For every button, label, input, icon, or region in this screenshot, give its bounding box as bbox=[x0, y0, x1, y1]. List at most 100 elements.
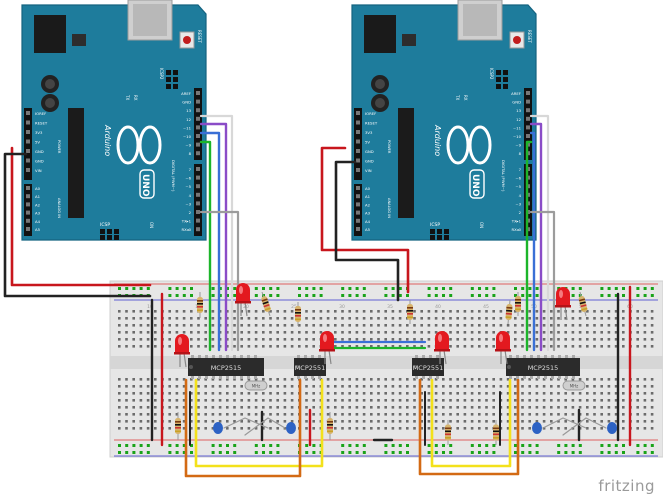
breadboard-hole bbox=[542, 420, 546, 423]
ic-pin bbox=[429, 355, 432, 358]
rail-hole bbox=[305, 287, 309, 290]
analog-pin-label: A0 bbox=[365, 186, 371, 191]
analog-header-pin bbox=[356, 227, 360, 231]
breadboard-hole bbox=[535, 399, 539, 402]
breadboard-hole bbox=[478, 427, 481, 430]
resistor-band bbox=[175, 421, 181, 423]
resistor-body-group bbox=[578, 296, 588, 312]
resistor bbox=[197, 292, 203, 318]
rail-hole bbox=[254, 451, 258, 454]
breadboard-hole bbox=[218, 413, 222, 416]
breadboard-hole bbox=[478, 399, 481, 402]
ic-pin bbox=[509, 355, 512, 358]
breadboard-hole bbox=[254, 310, 258, 313]
breadboard-hole bbox=[168, 331, 171, 334]
breadboard-hole bbox=[197, 392, 200, 395]
breadboard-hole bbox=[542, 406, 546, 409]
breadboard-hole bbox=[190, 324, 193, 327]
breadboard-hole bbox=[600, 310, 603, 313]
breadboard-hole bbox=[226, 310, 229, 313]
breadboard-hole bbox=[226, 317, 229, 320]
breadboard-hole bbox=[600, 399, 603, 402]
rail-hole bbox=[564, 451, 568, 454]
breadboard-hole bbox=[586, 406, 589, 409]
analog-header-pin bbox=[356, 186, 360, 190]
rail-hole bbox=[398, 444, 402, 447]
breadboard-hole bbox=[312, 392, 315, 395]
breadboard-hole bbox=[442, 385, 445, 388]
breadboard-hole bbox=[312, 427, 315, 430]
breadboard-hole bbox=[377, 406, 380, 409]
breadboard-hole bbox=[571, 331, 575, 334]
resistor-band bbox=[327, 424, 333, 426]
crystal-body bbox=[244, 380, 268, 391]
resistor-band bbox=[407, 313, 413, 315]
breadboard-hole bbox=[514, 399, 517, 402]
on-label: ON bbox=[149, 222, 154, 228]
breadboard-hole bbox=[420, 310, 423, 313]
digital-header-pin bbox=[196, 91, 200, 95]
breadboard-hole bbox=[485, 385, 488, 388]
breadboard-hole bbox=[247, 345, 251, 348]
analog-label: ANALOG IN bbox=[57, 198, 61, 218]
breadboard-hole bbox=[168, 427, 171, 430]
led-rim bbox=[235, 301, 251, 304]
crystal-label: MHz bbox=[252, 384, 261, 389]
breadboard-hole bbox=[262, 399, 265, 402]
breadboard-hole bbox=[485, 317, 488, 320]
breadboard-hole bbox=[211, 427, 215, 430]
breadboard-hole bbox=[542, 378, 546, 381]
ic-notch bbox=[507, 365, 511, 369]
breadboard-hole bbox=[125, 331, 128, 334]
breadboard-hole bbox=[528, 399, 531, 402]
power-pin-label: 3V3 bbox=[365, 130, 373, 135]
breadboard-hole bbox=[521, 310, 524, 313]
breadboard-hole bbox=[226, 385, 229, 388]
breadboard-hole bbox=[348, 324, 351, 327]
breadboard-hole bbox=[557, 345, 560, 348]
breadboard-hole bbox=[492, 378, 495, 381]
breadboard-hole bbox=[557, 427, 560, 430]
breadboard-hole bbox=[132, 399, 135, 402]
rail-hole bbox=[492, 444, 496, 447]
breadboard-hole bbox=[175, 331, 179, 334]
breadboard-hole bbox=[139, 399, 143, 402]
icsp-pin bbox=[107, 229, 112, 234]
breadboard-hole bbox=[557, 331, 560, 334]
breadboard-hole bbox=[521, 406, 524, 409]
breadboard-hole bbox=[118, 385, 121, 388]
breadboard-hole bbox=[420, 345, 423, 348]
rail-hole bbox=[600, 451, 604, 454]
power-header-pin bbox=[26, 149, 30, 153]
power-header bbox=[24, 108, 32, 180]
breadboard-hole bbox=[485, 310, 488, 313]
breadboard-hole bbox=[377, 392, 380, 395]
breadboard-hole bbox=[384, 413, 387, 416]
breadboard-hole bbox=[190, 385, 193, 388]
breadboard-hole bbox=[233, 345, 236, 348]
icsp2-pin bbox=[173, 84, 178, 89]
rail-hole bbox=[622, 287, 625, 290]
breadboard-hole bbox=[449, 413, 452, 416]
breadboard-hole bbox=[650, 324, 654, 327]
breadboard-hole bbox=[190, 413, 193, 416]
analog-header bbox=[24, 184, 32, 236]
rail-hole bbox=[535, 287, 539, 290]
power-pin-label: 3V3 bbox=[35, 130, 43, 135]
resistor bbox=[407, 300, 413, 324]
breadboard-hole bbox=[607, 324, 611, 327]
breadboard-hole bbox=[492, 324, 495, 327]
breadboard-hole bbox=[254, 406, 258, 409]
breadboard-hole bbox=[586, 338, 589, 341]
rail-hole bbox=[607, 451, 611, 454]
breadboard-hole bbox=[571, 399, 575, 402]
rail-hole bbox=[175, 444, 179, 447]
wire-pin10-right bbox=[525, 140, 533, 352]
breadboard-hole bbox=[607, 385, 611, 388]
breadboard-hole bbox=[348, 338, 351, 341]
digital-pin-label: 13 bbox=[516, 108, 521, 113]
breadboard-hole bbox=[550, 399, 553, 402]
breadboard-hole bbox=[521, 385, 524, 388]
breadboard-hole bbox=[377, 427, 380, 430]
breadboard-hole bbox=[154, 420, 157, 423]
